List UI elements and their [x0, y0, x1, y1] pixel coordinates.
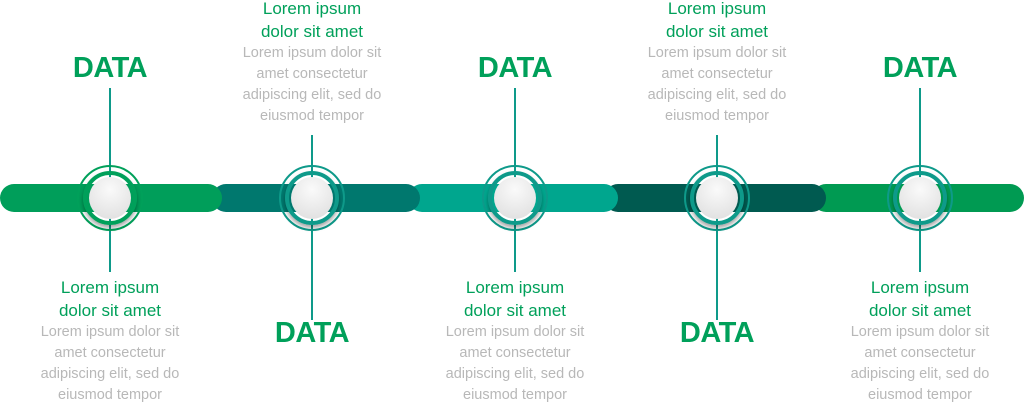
block-description: eiusmod tempor [58, 387, 162, 403]
block-title: dolor sit amet [58, 301, 162, 320]
block-description: adipiscing elit, sed do [40, 366, 180, 382]
inner-ring [690, 171, 744, 225]
block-title: dolor sit amet [665, 22, 769, 41]
block-title: Lorem ipsum [870, 278, 970, 297]
block-description: Lorem ipsum dolor sit [445, 324, 585, 340]
node-circle [494, 177, 536, 219]
outer-ring [482, 165, 548, 231]
outer-ring [887, 165, 953, 231]
outer-ring [77, 165, 143, 231]
block-description: amet consectetur [54, 345, 166, 361]
data-label: DATA [679, 317, 755, 349]
block-description: amet consectetur [459, 345, 571, 361]
data-label: DATA [274, 317, 350, 349]
inner-ring [488, 171, 542, 225]
block-description: amet consectetur [864, 345, 976, 361]
block-description: eiusmod tempor [463, 387, 567, 403]
node-circle [291, 177, 333, 219]
connector-line [919, 88, 921, 198]
block-description: Lorem ipsum dolor sit [850, 324, 990, 340]
outer-ring [684, 165, 750, 231]
block-description: Lorem ipsum dolor sit [40, 324, 180, 340]
block-title: Lorem ipsum [60, 278, 160, 297]
node-circle [696, 177, 738, 219]
block-description: Lorem ipsum dolor sit [647, 45, 787, 61]
inner-ring [285, 171, 339, 225]
data-label: DATA [882, 52, 958, 84]
connector-line [514, 88, 516, 198]
block-description: adipiscing elit, sed do [445, 366, 585, 382]
data-label: DATA [477, 52, 553, 84]
block-description: eiusmod tempor [868, 387, 972, 403]
block-description: amet consectetur [661, 66, 773, 82]
block-description: amet consectetur [256, 66, 368, 82]
block-title: Lorem ipsum [465, 278, 565, 297]
block-title: dolor sit amet [463, 301, 567, 320]
block-description: adipiscing elit, sed do [242, 87, 382, 103]
connector-line [311, 198, 313, 320]
data-label: DATA [72, 52, 148, 84]
connector-line [716, 198, 718, 320]
block-title: dolor sit amet [868, 301, 972, 320]
connector-line [514, 198, 516, 272]
block-description: adipiscing elit, sed do [647, 87, 787, 103]
inner-ring [83, 171, 137, 225]
node-circle [89, 177, 131, 219]
block-description: adipiscing elit, sed do [850, 366, 990, 382]
block-description: eiusmod tempor [260, 108, 364, 124]
block-title: dolor sit amet [260, 22, 364, 41]
block-description: Lorem ipsum dolor sit [242, 45, 382, 61]
block-title: Lorem ipsum [262, 0, 362, 18]
block-title: Lorem ipsum [667, 0, 767, 18]
block-description: eiusmod tempor [665, 108, 769, 124]
connector-line [109, 198, 111, 272]
connector-line [109, 88, 111, 198]
inner-ring [893, 171, 947, 225]
outer-ring [279, 165, 345, 231]
node-circle [899, 177, 941, 219]
connector-line [919, 198, 921, 272]
